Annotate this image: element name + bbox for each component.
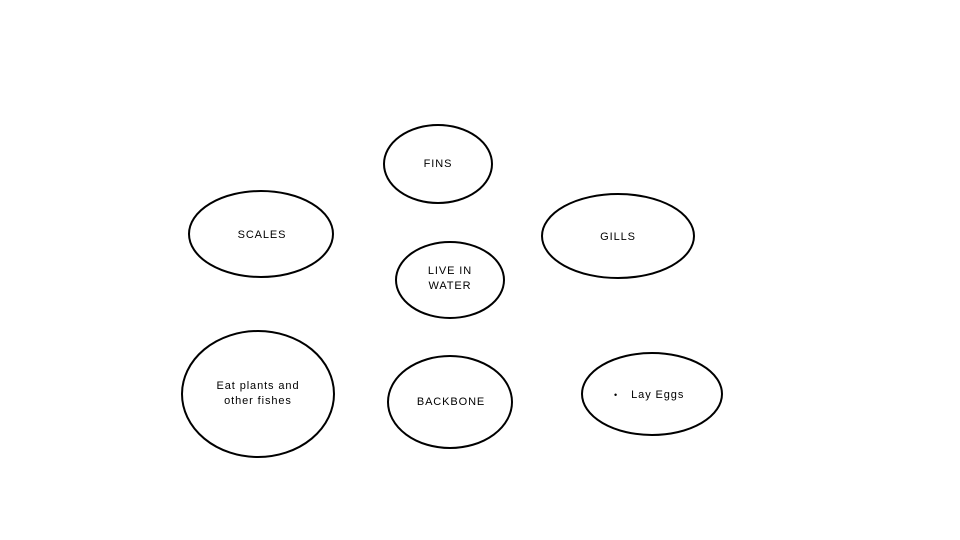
lay-eggs-label: Lay Eggs <box>631 388 685 401</box>
lay-eggs-oval <box>581 352 723 436</box>
gills-oval <box>541 193 695 279</box>
scales-label: SCALES <box>237 228 287 241</box>
bullet-icon: • <box>614 389 618 400</box>
eat-plants-oval <box>181 330 335 458</box>
backbone-oval <box>387 355 513 449</box>
gills-label: GILLS <box>600 230 636 243</box>
scales-oval <box>188 190 334 278</box>
live-in-water-oval <box>395 241 505 319</box>
live-in-water-label: LIVE IN WATER <box>427 265 473 292</box>
fins-label: FINS <box>423 157 453 170</box>
fins-oval <box>383 124 493 204</box>
eat-plants-label: Eat plants and other fishes <box>216 380 300 407</box>
lay-eggs-item: • Lay Eggs <box>614 385 714 405</box>
backbone-label: BACKBONE <box>416 395 486 408</box>
